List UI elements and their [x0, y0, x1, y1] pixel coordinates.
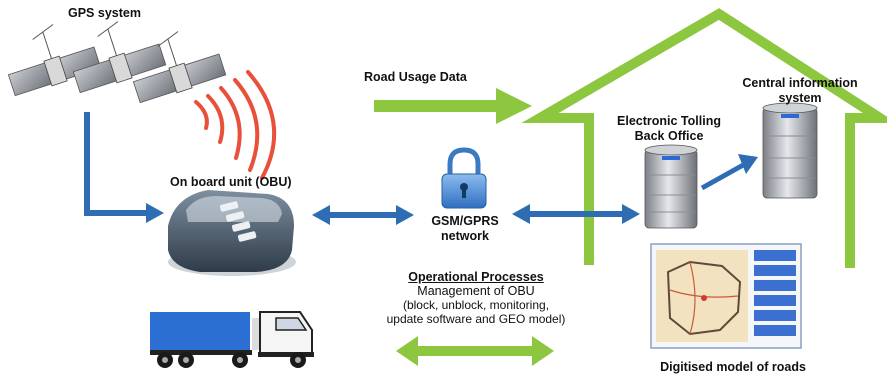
obu-gsm-arrow [312, 205, 414, 225]
gsm-network-label: GSM/GPRS network [420, 214, 510, 244]
ops-line1: Management of OBU [417, 284, 535, 298]
gsm-line1: GSM/GPRS [431, 214, 499, 228]
central-info-line2: system [778, 91, 822, 105]
gps-system-label: GPS system [68, 6, 141, 20]
tolling-line1: Electronic Tolling [617, 114, 721, 128]
truck-icon [150, 311, 314, 368]
road-usage-label: Road Usage Data [364, 70, 467, 84]
central-info-label: Central information system [740, 76, 860, 106]
server-icon [762, 102, 818, 199]
ops-title: Operational Processes [408, 270, 544, 284]
ops-line2: (block, unblock, monitoring, [402, 298, 550, 312]
gps-to-obu-arrow [84, 112, 164, 223]
operations-double-arrow [396, 336, 554, 366]
backoffice-central-arrow [700, 154, 758, 191]
central-info-line1: Central information [742, 76, 858, 90]
tolling-line2: Back Office [634, 129, 704, 143]
satellite-icon [7, 21, 227, 104]
obu-device-icon [168, 190, 296, 276]
lock-icon [441, 147, 487, 209]
digitised-model-label: Digitised model of roads [660, 360, 806, 374]
gsm-backoffice-arrow [512, 204, 640, 224]
house-outline-icon [521, 8, 887, 268]
map-screen-icon [650, 243, 802, 349]
road-usage-arrow [374, 88, 532, 124]
signal-waves-icon [194, 70, 277, 180]
tolling-back-office-label: Electronic Tolling Back Office [606, 114, 732, 144]
server-icon [644, 144, 698, 229]
ops-line3: update software and GEO model) [386, 312, 566, 326]
obu-label: On board unit (OBU) [170, 175, 292, 189]
gsm-line2: network [441, 229, 489, 243]
operational-processes-block: Operational Processes Management of OBU … [364, 270, 588, 326]
